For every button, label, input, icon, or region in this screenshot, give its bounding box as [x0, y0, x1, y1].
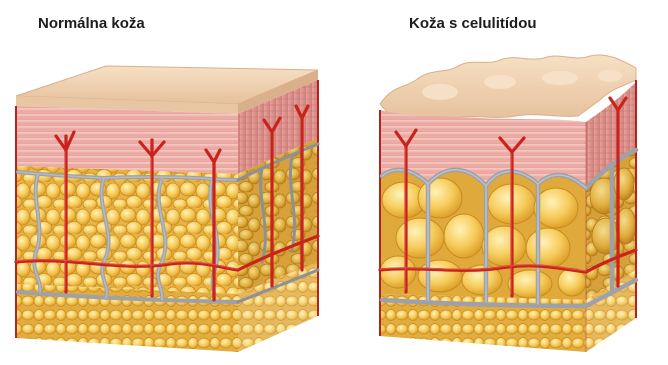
- normal-dermis-front: [16, 106, 238, 174]
- normal-skin-cube: [16, 66, 318, 352]
- normal-fat-front: [16, 166, 238, 294]
- cellulite-skin-cube: [380, 55, 636, 352]
